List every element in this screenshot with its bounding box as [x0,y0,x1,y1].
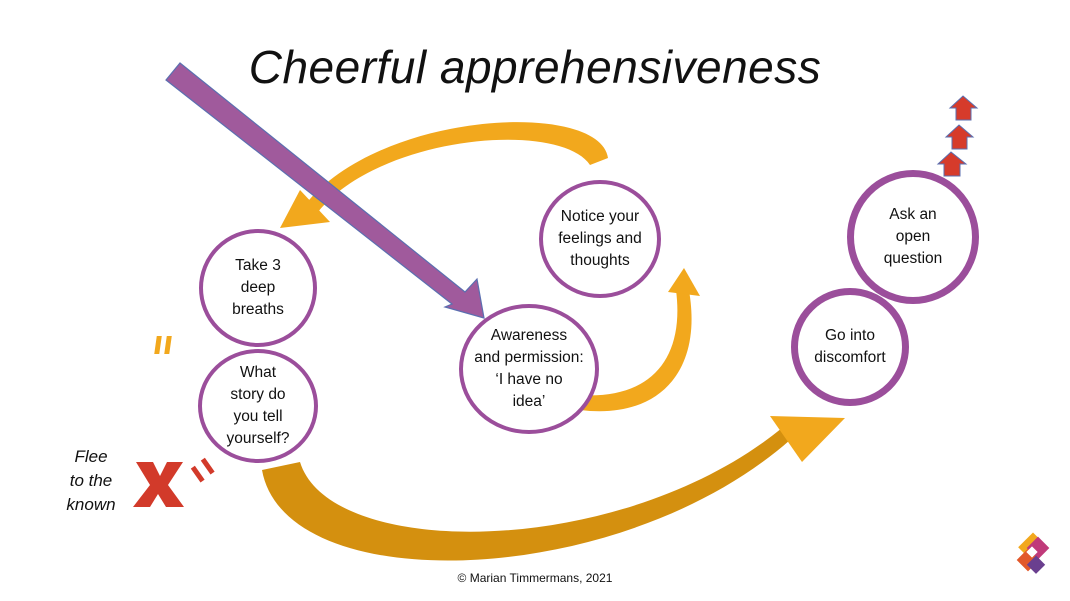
up-arrows [936,95,979,177]
big-diagonal-arrow [165,62,485,319]
flee-label: Flee to the known [66,447,116,514]
node-awareness-label: Awareness and permission: ‘I have no ide… [474,327,584,410]
node-notice-label: Notice your feelings and thoughts [558,208,642,269]
node-take-breaths: Take 3 deep breaths [199,229,317,347]
node-what-story: What story do you tell yourself? [198,349,318,463]
slide-title: Cheerful apprehensiveness [248,41,822,93]
top-curved-arrow [280,122,608,228]
node-what-story-label: What story do you tell yourself? [226,364,290,447]
quote-mark-top [154,336,172,354]
node-take-breaths-label: Take 3 deep breaths [232,257,284,318]
quote-mark-bottom [190,457,215,483]
right-curved-arrow [578,268,700,412]
node-notice-feelings: Notice your feelings and thoughts [539,180,661,298]
copyright-notice: © Marian Timmermans, 2021 [457,571,613,585]
node-go-into-label: Go into discomfort [814,327,886,366]
brand-logo [1016,532,1050,574]
node-ask-label: Ask an open question [883,206,943,267]
node-awareness: Awareness and permission: ‘I have no ide… [459,304,599,434]
bottom-curved-arrow [262,416,845,561]
node-ask-question: Ask an open question [847,170,979,304]
flee-cross-icon [133,462,184,507]
node-go-into-discomfort: Go into discomfort [791,288,909,406]
